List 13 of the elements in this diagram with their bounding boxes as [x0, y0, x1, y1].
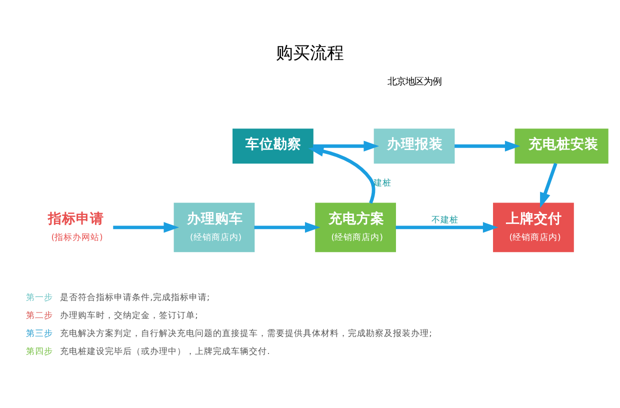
label: 第一步: [26, 293, 54, 304]
label: 是否符合指标申请条件,完成指标申请;: [60, 293, 210, 304]
node-text: 指标申请 (指标办网站): [48, 210, 104, 244]
label: 充电桩建设完毕后（或办理中），上牌完成车辆交付.: [60, 346, 270, 357]
label: 第四步: [26, 346, 54, 357]
label: 第二步: [26, 311, 54, 322]
diagram-title: 购买流程: [276, 43, 344, 64]
label: 办理购车时，交纳定金，签订订单;: [60, 311, 198, 322]
label: 北京地区为例: [387, 76, 442, 88]
label: 充电解决方案判定，自行解决充电问题的直接提车，需要提供具体材料，完成勘察及报装办理;: [60, 328, 432, 339]
label: 第三步: [26, 328, 54, 339]
edge-label: 不建桩: [432, 215, 459, 226]
edge-label: 建桩: [373, 178, 392, 188]
